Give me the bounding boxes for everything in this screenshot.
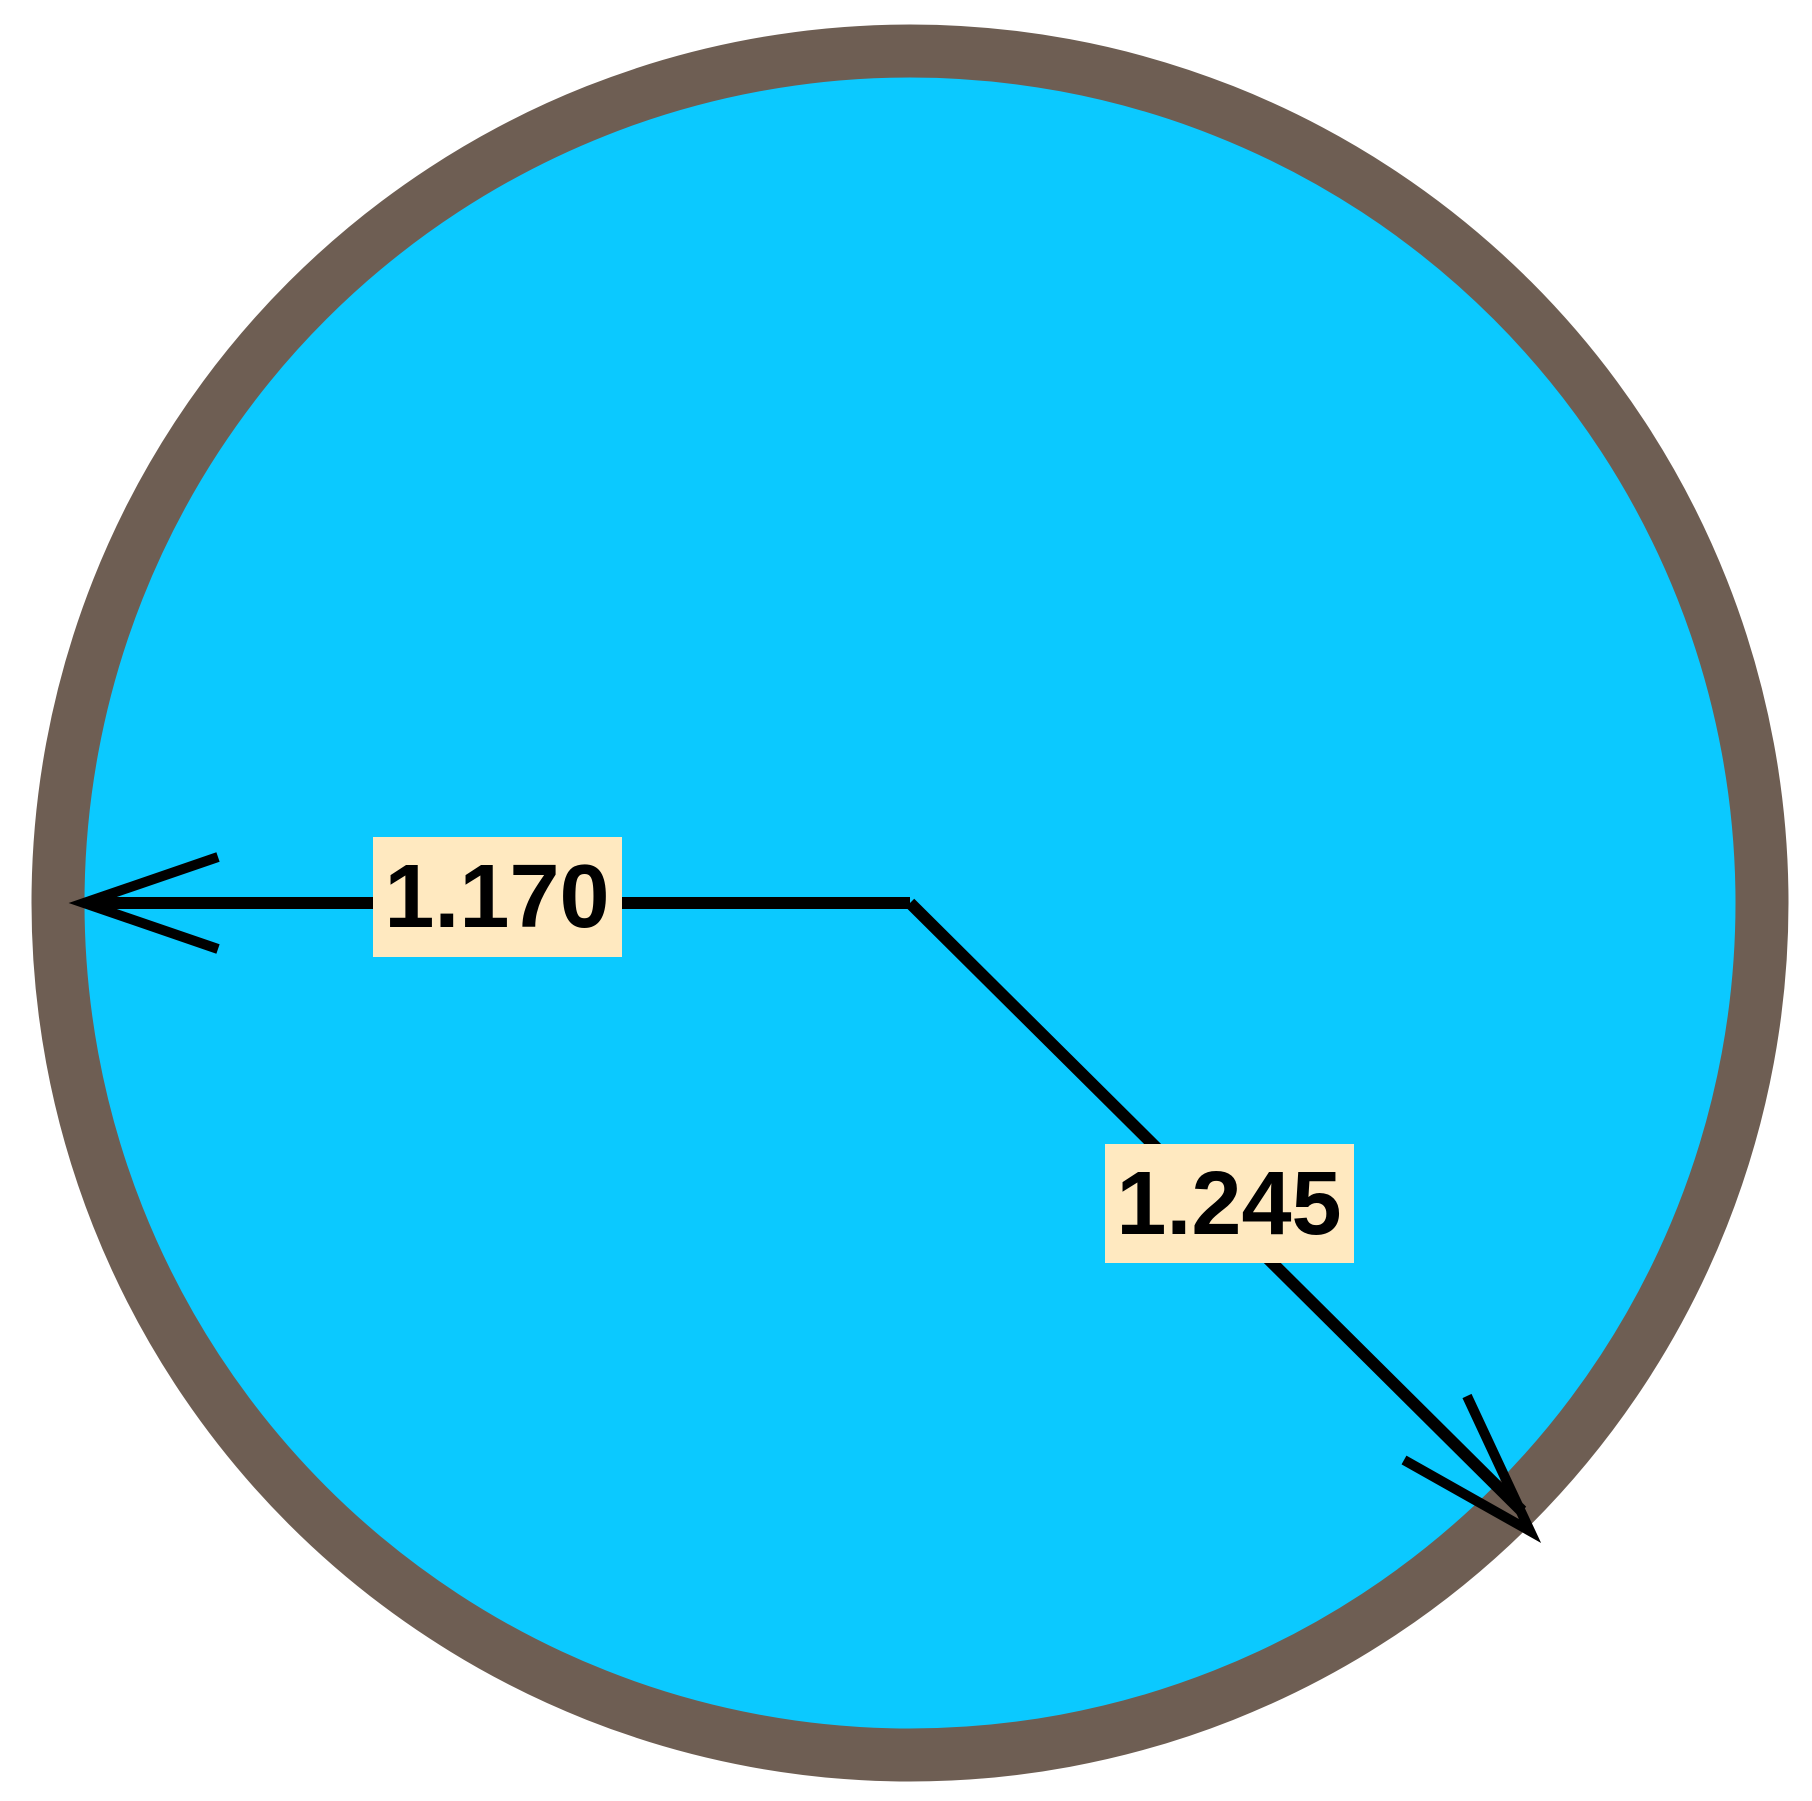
measurement-line-diagonal: 1.245 — [905, 898, 1542, 1544]
measurement-label-diagonal: 1.245 — [1116, 1154, 1341, 1254]
label-box-diagonal — [1105, 1144, 1354, 1263]
arrowhead-left — [68, 852, 220, 954]
label-box-left — [373, 837, 622, 957]
measurement-label-left: 1.170 — [384, 847, 609, 947]
arrowhead-diagonal — [1401, 1393, 1542, 1544]
measurement-line-left: 1.170 — [68, 837, 910, 957]
